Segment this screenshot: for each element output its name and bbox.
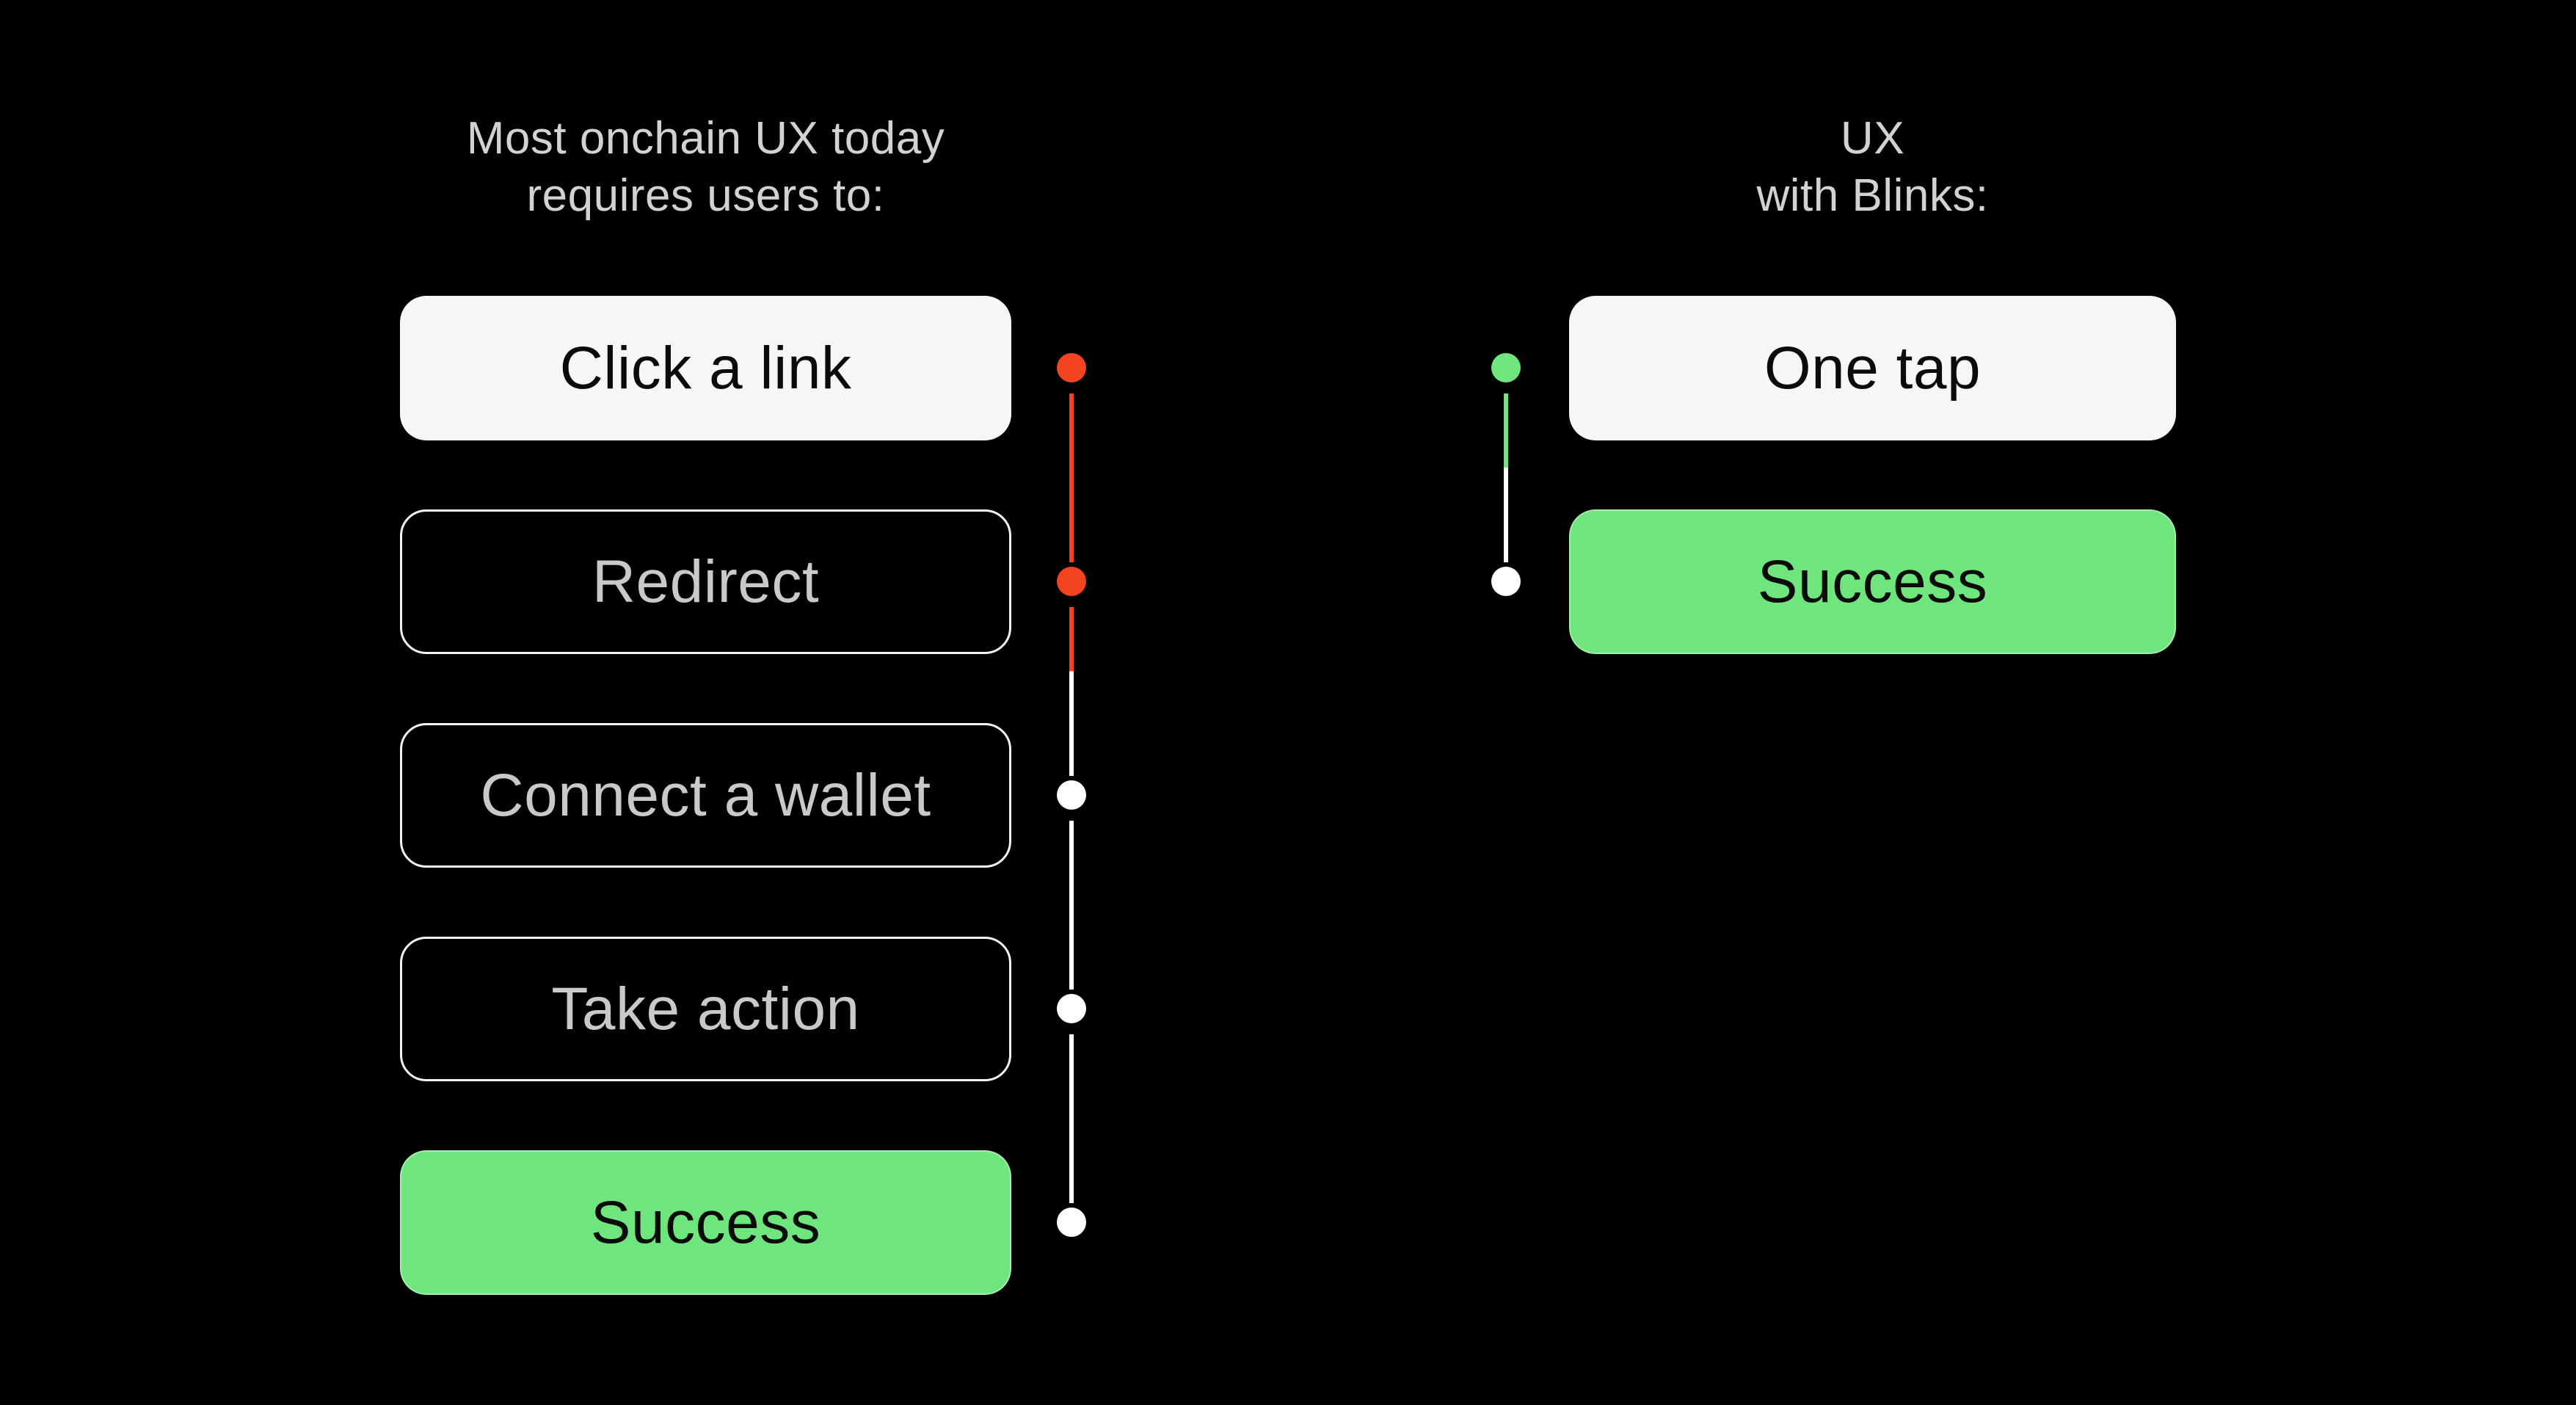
step-button-success-right[interactable]: Success [1569,509,2176,654]
timeline-dot-success-left [1057,1208,1086,1237]
right-header-line-1: UX [1840,113,1905,164]
left-header-line-2: requires users to: [526,170,885,221]
step-button-take-action[interactable]: Take action [400,937,1011,1081]
step-button-one-tap[interactable]: One tap [1569,296,2176,440]
timeline-dot-redirect [1057,567,1086,596]
timeline-dot-one-tap [1491,353,1521,382]
step-button-click-a-link[interactable]: Click a link [400,296,1011,440]
right-column-header: UX with Blinks: [1569,110,2176,225]
timeline-dot-connect-a-wallet [1057,780,1086,810]
timeline-dot-take-action [1057,994,1086,1023]
timeline-segment-1-red [1069,393,1074,562]
timeline-segment-3-white [1069,821,1074,990]
step-button-success-left[interactable]: Success [400,1150,1011,1295]
timeline-dot-success-right [1491,567,1521,596]
step-button-connect-a-wallet[interactable]: Connect a wallet [400,723,1011,868]
timeline-segment-4-white [1069,1034,1074,1203]
left-column-header: Most onchain UX today requires users to: [400,110,1011,225]
right-header-line-2: with Blinks: [1756,170,1989,221]
step-button-redirect[interactable]: Redirect [400,509,1011,654]
timeline-segment-right-green-to-white [1504,393,1508,562]
timeline-segment-2-red-to-white [1069,607,1074,776]
timeline-dot-click-a-link [1057,353,1086,382]
left-header-line-1: Most onchain UX today [466,113,945,164]
